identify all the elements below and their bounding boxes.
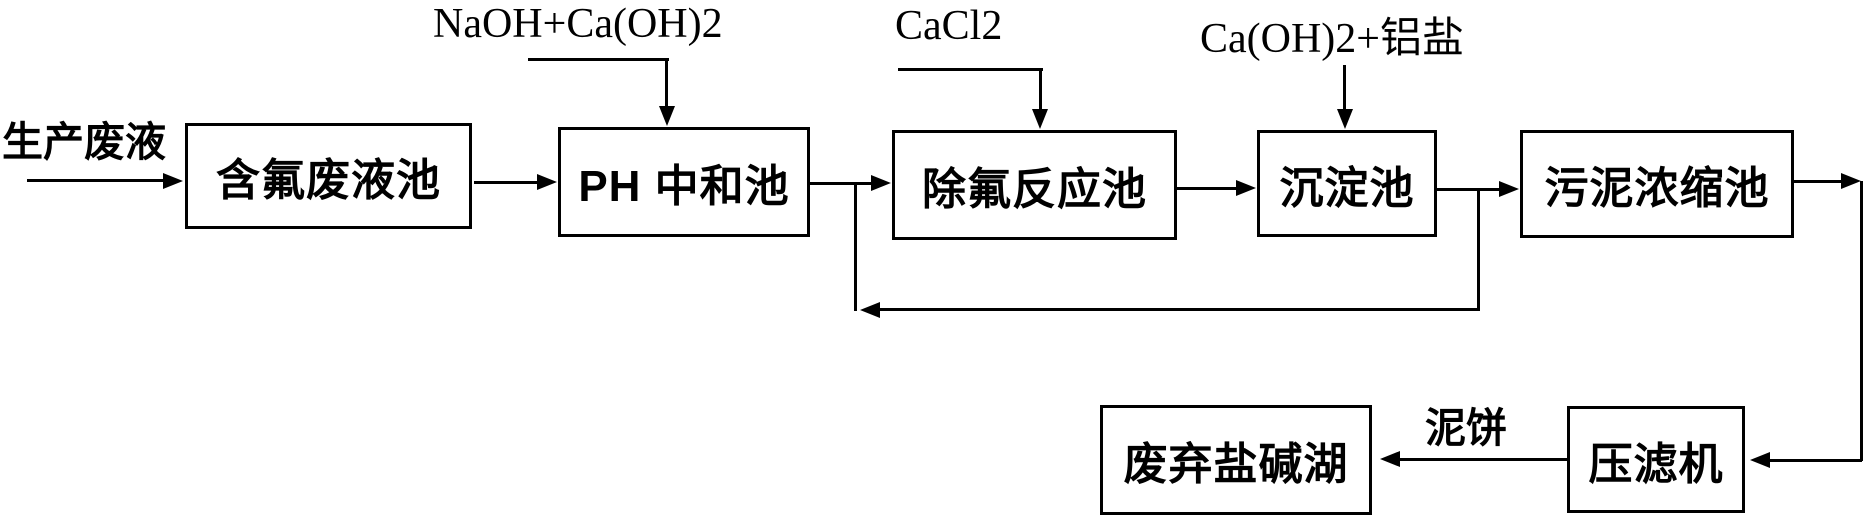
connector-recycle-horiz [878, 308, 1479, 311]
node-label-wuni-nongsuochi: 污泥浓缩池 [1544, 164, 1770, 213]
node-label-feiqi-yanjianhu: 废弃盐碱湖 [1123, 440, 1349, 489]
arrowhead-box1-box2-arrow [537, 174, 557, 190]
node-chendianchi: 沉淀池 [1257, 130, 1437, 237]
node-wuni-nongsuochi: 污泥浓缩池 [1520, 130, 1794, 238]
node-label-hanfu-feiyechi: 含氟废液池 [216, 156, 441, 205]
connector-to-yalvji-shaft [1768, 459, 1862, 462]
arrowhead-to-yalvji-arrow [1750, 452, 1770, 468]
arrowhead-caoh2-arrow [1337, 109, 1353, 129]
arrowhead-cacl2-arrow [1032, 109, 1048, 129]
connector-cacl2-horiz [898, 68, 1043, 71]
node-label-chufu-fanyingchi: 除氟反应池 [922, 165, 1147, 214]
label-nibing: 泥饼 [1425, 405, 1507, 451]
connector-box5-out-shaft [1794, 180, 1844, 183]
connector-box3-box4-shaft [1177, 187, 1239, 190]
connector-box1-box2-shaft [474, 181, 540, 184]
node-label-ph-zhonghechi: PH 中和池 [578, 162, 790, 211]
connector-box2-box3-shaft [810, 182, 874, 185]
node-hanfu-feiyechi: 含氟废液池 [185, 123, 472, 229]
node-label-yalvji: 压滤机 [1588, 439, 1724, 489]
arrowhead-yalvji-lake-arrow [1380, 451, 1400, 467]
label-cacl2: CaCl2 [895, 3, 1003, 49]
node-chufu-fanyingchi: 除氟反应池 [892, 130, 1177, 240]
connector-recycle-up-vert [854, 183, 857, 311]
connector-cacl2-vert [1039, 68, 1042, 112]
connector-caoh2-vert [1343, 65, 1346, 112]
arrowhead-box2-box3-arrow [871, 175, 891, 191]
arrowhead-recycle-arrow [860, 302, 880, 318]
node-label-chendianchi: 沉淀池 [1279, 163, 1415, 213]
connector-recycle-down-vert [1477, 189, 1480, 311]
arrowhead-box4-box5-arrow [1499, 181, 1519, 197]
arrowhead-feed-in-arrow [163, 173, 183, 189]
node-yalvji: 压滤机 [1567, 406, 1745, 513]
node-ph-zhonghechi: PH 中和池 [558, 127, 810, 237]
node-feiqi-yanjianhu: 废弃盐碱湖 [1100, 405, 1372, 515]
connector-naoh-horiz [528, 58, 669, 61]
label-shengchan-feiye: 生产废液 [2, 119, 166, 165]
connector-yalvji-to-lake-shaft [1398, 458, 1568, 461]
connector-feed-in-shaft [27, 179, 167, 182]
connector-naoh-vert [665, 58, 668, 110]
arrowhead-box5-out-arrow [1841, 173, 1861, 189]
label-naoh-caoh2: NaOH+Ca(OH)2 [433, 1, 723, 47]
connector-box4-box5-shaft [1437, 188, 1502, 191]
arrowhead-naoh-arrow [659, 106, 675, 126]
label-caoh2-lvyan: Ca(OH)2+铝盐 [1200, 16, 1464, 62]
connector-right-drop-vert [1860, 181, 1863, 461]
arrowhead-box3-box4-arrow [1236, 180, 1256, 196]
